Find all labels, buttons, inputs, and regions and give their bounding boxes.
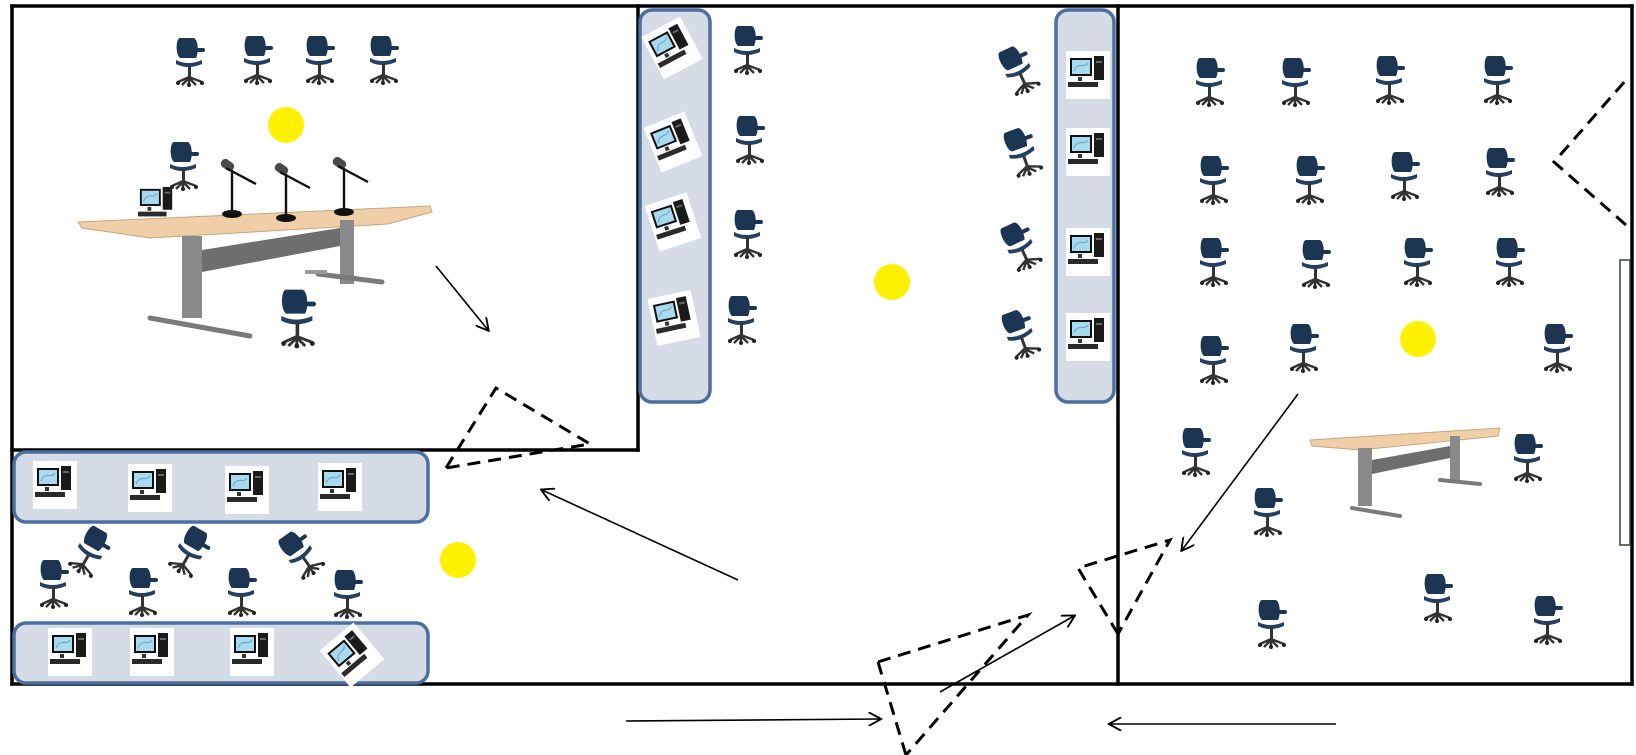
bench-left-lower [12,621,430,685]
office-chair-icon [1494,236,1527,289]
office-chair-icon [732,24,765,77]
desktop-computer-icon [1065,312,1111,362]
office-chair-icon [304,34,337,87]
office-chair-icon [242,34,275,87]
desktop-computer-icon [229,627,275,677]
office-chair-icon [1288,322,1321,375]
classroom-table [1309,427,1501,518]
office-chair-icon [734,114,767,167]
office-chair-icon [332,568,365,621]
door-swing-icon [444,385,595,470]
door-swings [444,79,1628,755]
office-chair-icon [1194,56,1227,109]
ceiling-light-icon [440,542,476,578]
door-swing-icon [876,661,908,755]
desktop-computer-icon [127,463,173,513]
bench-top-center-right [1054,8,1116,404]
office-chair-icon [1389,150,1422,203]
flow-arrow-icon [1182,393,1299,550]
flow-arrow-icon [435,265,488,330]
flow-arrow-icon [939,616,1074,693]
desktop-computer-icon [129,627,175,677]
office-chair-icon [1252,486,1285,539]
office-chair-icon [368,34,401,87]
desktop-computer-icon [1065,227,1111,277]
office-chair-icon [996,216,1047,276]
office-chair-icon [165,522,218,583]
window-right [1619,259,1631,546]
office-chair-icon [1512,432,1545,485]
flow-arrows [435,265,1336,724]
office-chair-icon [998,304,1045,364]
office-chair-icon [1000,122,1047,182]
office-chair-icon [726,294,759,347]
ceiling-lights [268,107,1436,578]
office-chair-icon [279,288,318,350]
office-chair-icon [1374,54,1407,107]
office-chair-icon [1198,236,1231,289]
flow-arrow-icon [542,490,739,581]
desktop-computer-icon [47,627,93,677]
office-chair-icon [1482,54,1515,107]
office-chair-icon [38,558,71,611]
office-chair-icon [1532,594,1565,647]
door-swing-icon [877,611,1033,755]
office-chair-icon [1256,598,1289,651]
microphone-icon [329,154,370,218]
desktop-computer-icon [317,462,363,512]
office-chair-icon [168,140,201,193]
office-chair-icon [226,566,259,619]
office-chair-icon [1422,572,1455,625]
office-chair-icon [274,524,329,584]
computers [32,15,1111,689]
office-chair-icon [1294,154,1327,207]
desktop-computer-icon [32,460,78,510]
ceiling-light-icon [874,264,910,300]
office-chair-icon [1402,236,1435,289]
office-chair-icon [1198,334,1231,387]
microphone-icon [217,156,258,220]
meeting-table [77,205,433,339]
office-chair-icon [732,208,765,261]
office-chair-icon [994,40,1045,100]
door-swing-icon [1551,79,1628,227]
desktop-computer-icon [224,465,270,515]
ceiling-light-icon [268,107,304,143]
office-chair-icon [1484,146,1517,199]
door-swing-icon [1075,537,1174,635]
workbenches [12,8,1116,685]
office-chair-icon [1180,426,1213,479]
walls [10,4,1634,686]
office-chair-icon [1280,56,1313,109]
ceiling-light-icon [1400,321,1436,357]
office-chair-icon [1542,322,1575,375]
office-chair-icon [174,36,207,89]
desktop-computer-icon [1065,50,1111,100]
office-chair-icon [1300,238,1333,291]
desktop-computer-icon [1065,127,1111,177]
office-chair-icon [127,566,160,619]
office-chair-icon [1198,154,1231,207]
office-chair-icon [65,522,118,583]
flow-arrow-icon [625,719,880,721]
